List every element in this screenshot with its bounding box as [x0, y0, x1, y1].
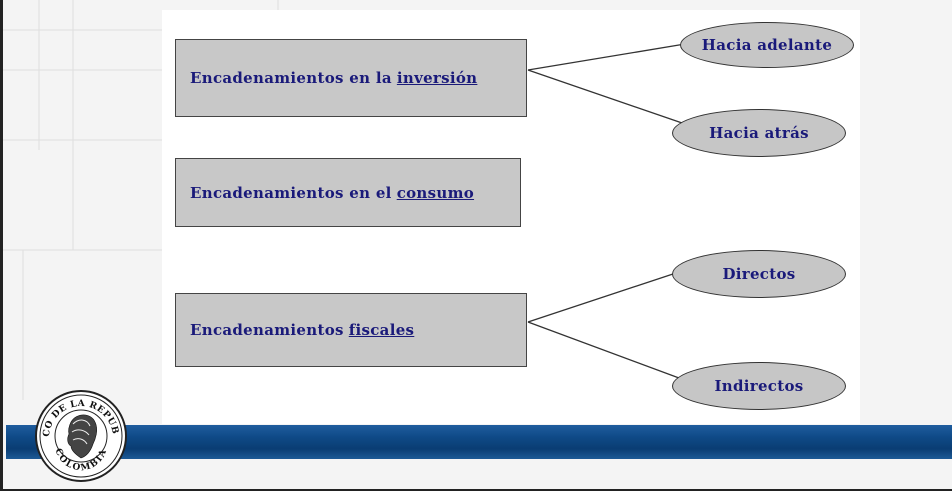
box-consumo-text: Encadenamientos en el — [190, 183, 392, 202]
inversion-link[interactable]: inversión — [396, 69, 478, 87]
box-inversion: Encadenamientos en la inversión — [175, 39, 527, 117]
consumo-link[interactable]: consumo — [396, 183, 475, 202]
connector-fiscales-indirectos — [527, 321, 680, 379]
background-decoration — [3, 0, 279, 400]
box-consumo: Encadenamientos en el consumo — [175, 158, 521, 227]
box-fiscales: Encadenamientos fiscales — [175, 293, 527, 367]
fiscales-link[interactable]: fiscales — [348, 321, 415, 339]
box-inversion-text: Encadenamientos en la — [190, 69, 392, 87]
ellipse-hacia-atras: Hacia atrás — [672, 109, 846, 157]
connector-lines — [527, 43, 686, 379]
ellipse-directos: Directos — [672, 250, 846, 298]
ellipse-hacia-adelante: Hacia adelante — [680, 22, 854, 68]
connector-inversion-atras — [527, 69, 686, 125]
box-fiscales-text: Encadenamientos — [190, 321, 344, 339]
banco-republica-logo: BANCO DE LA REPUBLICA COLOMBIA — [33, 388, 127, 482]
connector-inversion-adelante — [527, 43, 686, 71]
footer-band — [6, 425, 952, 459]
profile-icon — [67, 414, 97, 459]
ellipse-indirectos: Indirectos — [672, 362, 846, 410]
connector-fiscales-directos — [527, 271, 680, 323]
